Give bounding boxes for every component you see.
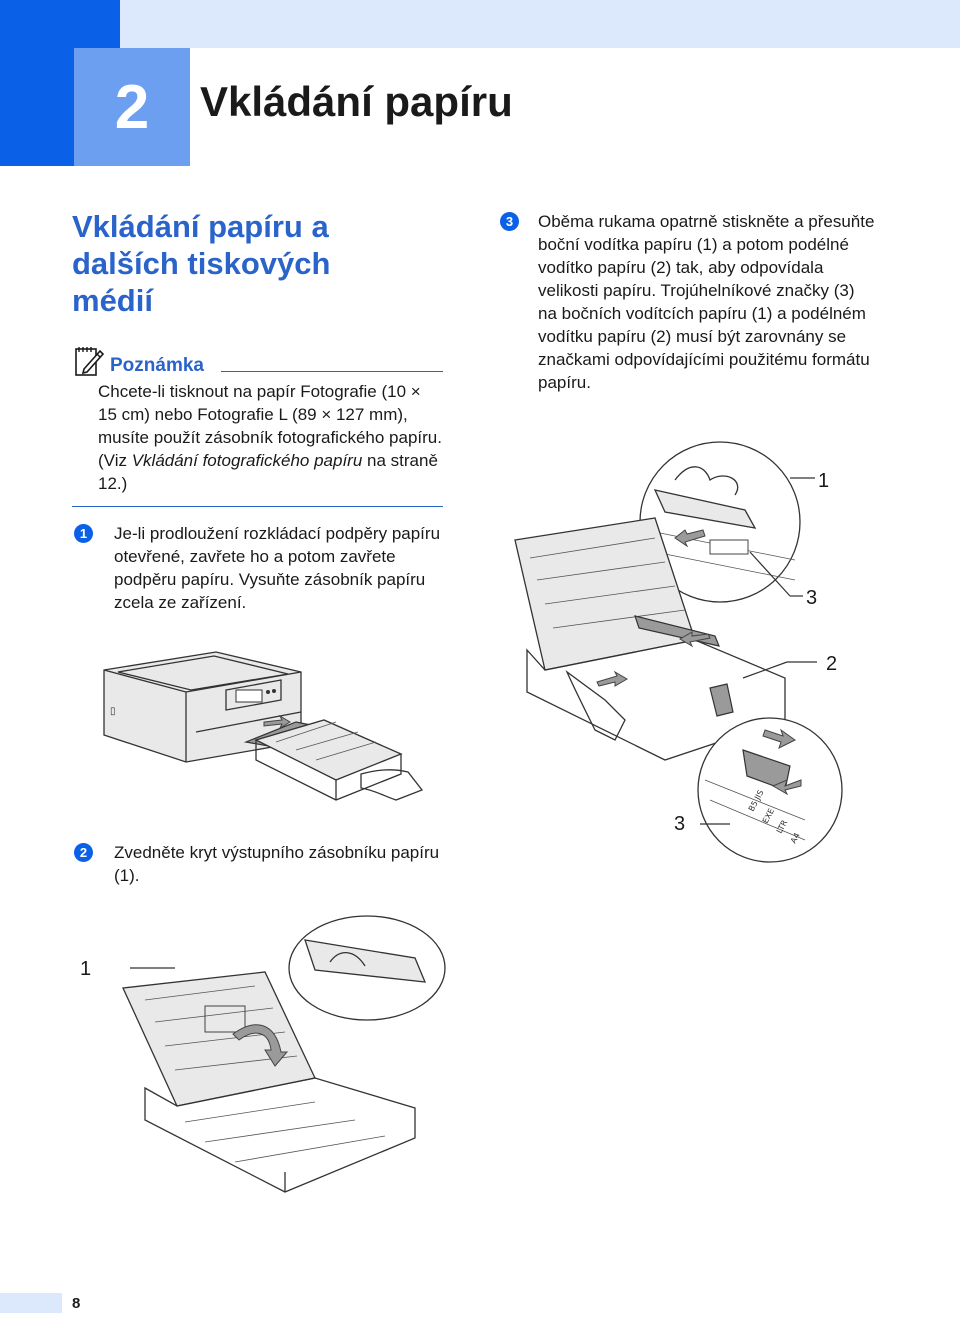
note-pencil-icon (75, 347, 104, 376)
note-label: Poznámka (110, 355, 204, 376)
section-title: Vkládání papíru a dalších tiskových médi… (72, 209, 331, 318)
note-text-plain: Chcete-li tisknout na papír Fotografie (… (98, 382, 442, 470)
step-1-text: Je-li prodloužení rozkládací podpěry pap… (114, 524, 441, 612)
header-band (0, 0, 120, 48)
step-3-badge: 3 (500, 212, 519, 231)
header-light-band (120, 0, 960, 48)
output-cover-illustration (122, 915, 446, 1193)
note-bottom-divider (72, 506, 443, 507)
note-divider (221, 371, 443, 372)
step-2-text: Zvedněte kryt výstupního zásobníku papír… (114, 843, 440, 885)
paper-guide-illustration: B5 JIS EXE LTR A4 (514, 441, 843, 863)
figure-3-callout-3: 3 (806, 587, 818, 609)
step-1-badge: 1 (74, 524, 93, 543)
chapter-title: Vkládání papíru (200, 78, 513, 125)
step-2-badge: 2 (74, 843, 93, 862)
printer-tray-illustration: ▯ (103, 651, 424, 801)
figure-3-callout-1: 1 (818, 470, 830, 492)
figure-3-callout-3b: 3 (674, 813, 686, 835)
note-crossref-link[interactable]: Vkládání fotografického papíru (131, 451, 363, 470)
header-side-band (0, 48, 72, 166)
svg-text:▯: ▯ (110, 706, 116, 717)
tray-mark-a4: A4 (789, 831, 802, 845)
footer-band (0, 1293, 62, 1313)
figure-2-callout-1: 1 (80, 958, 92, 980)
page-number: 8 (72, 1295, 81, 1312)
note-text-tail: na straně 12.) (98, 451, 438, 493)
step-3-text: Oběma rukama opatrně stiskněte a přesuňt… (538, 212, 875, 392)
figure-3-callout-2: 2 (826, 653, 838, 675)
chapter-number: 2 (72, 48, 190, 166)
note-text: Chcete-li tisknout na papír Fotografie (… (98, 380, 443, 495)
